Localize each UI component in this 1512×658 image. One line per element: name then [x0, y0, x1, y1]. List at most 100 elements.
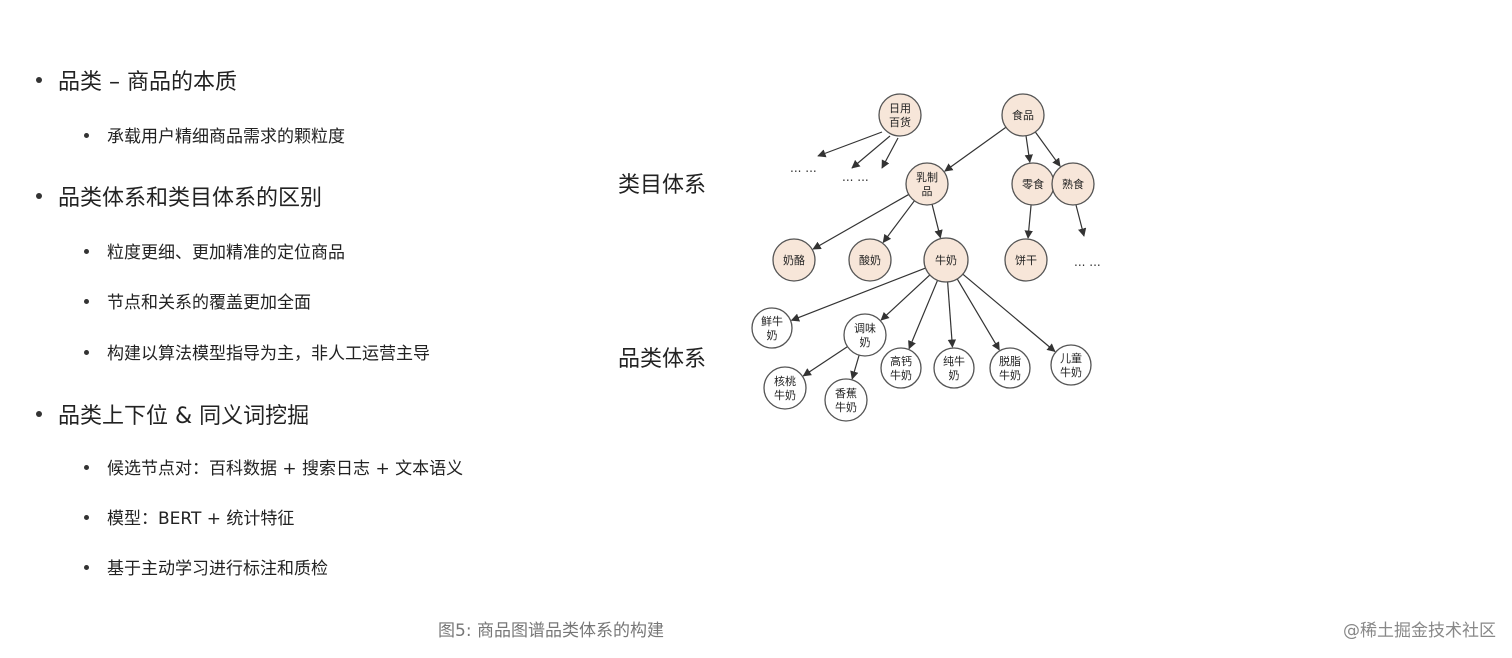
- node-label-shushi: 熟食: [1062, 177, 1084, 191]
- node-label-suannai: 酸奶: [859, 253, 881, 267]
- bullet-3-sub-2-text: 模型：BERT + 统计特征: [107, 509, 295, 529]
- node-label-riyong: 百货: [889, 115, 911, 129]
- node-label-hetaoniunai: 核桃: [774, 374, 796, 388]
- bullet-2-text: 品类体系和类目体系的区别: [58, 186, 323, 211]
- node-label-tuozhiniunai: 脱脂: [999, 354, 1021, 368]
- bullet-1-text: 品类 – 商品的本质: [58, 70, 237, 95]
- bullet-dot: [84, 564, 89, 570]
- node-circle-xiangjiaoniunai: [824, 378, 868, 422]
- edges-layer: [790, 126, 1087, 380]
- ellipsis-2: ... ...: [842, 170, 869, 184]
- edge-niunai-tuozhiniunai: [956, 278, 1000, 351]
- watermark: @稀土掘金技术社区: [1343, 621, 1496, 641]
- edge-niunai-xianniunai: [790, 267, 926, 322]
- node-lingshi: 零食: [1011, 162, 1055, 206]
- node-label-chunniunai: 纯牛: [943, 354, 965, 368]
- node-circle-shipin: [1001, 93, 1045, 137]
- node-niunai: 牛奶: [923, 237, 969, 283]
- bullet-dot: [36, 77, 42, 83]
- edge-niunai-chunniunai: [947, 281, 957, 348]
- node-label-ertongniunai: 儿童: [1060, 351, 1082, 365]
- node-circle-xianniunai: [751, 307, 793, 349]
- node-xianniunai: 鲜牛奶: [751, 307, 793, 349]
- product-class-system-label: 品类体系: [618, 347, 707, 372]
- edge-shipin-lingshi: [1024, 135, 1033, 164]
- node-circle-ruzhipin: [905, 162, 949, 206]
- edge-riyong-ellipsis-3: [881, 137, 899, 169]
- node-tiaoweinai: 调味奶: [843, 313, 887, 357]
- ellipsis-3: ... ...: [1074, 255, 1101, 269]
- category-system-label: 类目体系: [618, 173, 707, 198]
- node-label-gaogainiunai: 牛奶: [890, 368, 912, 382]
- bullet-3-sub-3: 基于主动学习进行标注和质检: [84, 554, 328, 579]
- edge-tiaoweinai-hetaoniunai: [802, 346, 848, 377]
- node-nailao: 奶酪: [772, 238, 816, 282]
- bullet-dot: [84, 349, 89, 355]
- edge-niunai-gaogainiunai: [908, 280, 939, 350]
- node-label-niunai: 牛奶: [935, 253, 957, 267]
- node-label-xianniunai: 鲜牛: [761, 314, 783, 328]
- node-circle-ertongniunai: [1050, 344, 1092, 386]
- edge-ruzhipin-nailao: [812, 193, 910, 250]
- bullet-dot: [84, 248, 89, 254]
- bullet-3-sub-3-text: 基于主动学习进行标注和质检: [107, 559, 328, 579]
- node-label-shipin: 食品: [1012, 108, 1034, 122]
- bullet-2-sub-3: 构建以算法模型指导为主，非人工运营主导: [84, 339, 430, 364]
- node-label-ruzhipin: 乳制: [916, 171, 938, 184]
- figure-caption: 图5: 商品图谱品类体系的构建: [438, 621, 664, 641]
- node-label-tiaoweinai: 调味: [854, 322, 876, 335]
- node-circle-suannai: [848, 238, 892, 282]
- edge-shushi-ellipsis: [1075, 204, 1087, 237]
- node-circle-hetaoniunai: [763, 366, 807, 410]
- taxonomy-diagram: 日用百货食品乳制品零食熟食奶酪酸奶牛奶饼干鲜牛奶调味奶高钙牛奶纯牛奶脱脂牛奶儿童…: [751, 93, 1101, 422]
- ellipsis-1: ... ...: [790, 161, 817, 175]
- bullet-2-sub-2-text: 节点和关系的覆盖更加全面: [107, 293, 311, 313]
- node-label-ertongniunai: 牛奶: [1060, 365, 1082, 379]
- bullet-2-sub-3-text: 构建以算法模型指导为主，非人工运营主导: [107, 344, 430, 364]
- node-label-binggan: 饼干: [1015, 253, 1037, 267]
- node-binggan: 饼干: [1004, 238, 1048, 282]
- node-label-ruzhipin: 品: [922, 185, 933, 198]
- nodes-layer: 日用百货食品乳制品零食熟食奶酪酸奶牛奶饼干鲜牛奶调味奶高钙牛奶纯牛奶脱脂牛奶儿童…: [751, 93, 1095, 422]
- bullet-dot: [84, 298, 89, 304]
- node-shipin: 食品: [1001, 93, 1045, 137]
- edge-tiaoweinai-xiangjiaoniunai: [850, 354, 860, 380]
- node-label-chunniunai: 奶: [949, 368, 960, 382]
- node-label-tuozhiniunai: 牛奶: [999, 368, 1021, 382]
- node-circle-shushi: [1051, 162, 1095, 206]
- node-label-hetaoniunai: 牛奶: [774, 388, 796, 402]
- edge-ruzhipin-niunai: [931, 204, 943, 239]
- edge-shipin-ruzhipin: [944, 126, 1007, 172]
- bullet-2-sub-1-text: 粒度更细、更加精准的定位商品: [107, 243, 345, 263]
- bullet-3-sub-1: 候选节点对：百科数据 + 搜索日志 + 文本语义: [84, 454, 463, 479]
- edge-riyong-ellipsis-1: [817, 131, 883, 158]
- node-chunniunai: 纯牛奶: [933, 347, 975, 389]
- edge-niunai-ertongniunai: [962, 273, 1056, 353]
- node-label-nailao: 奶酪: [783, 253, 805, 267]
- bullet-dot: [36, 411, 42, 417]
- node-circle-chunniunai: [933, 347, 975, 389]
- node-circle-riyong: [878, 93, 922, 137]
- edge-lingshi-binggan: [1024, 204, 1033, 239]
- node-circle-binggan: [1004, 238, 1048, 282]
- edge-ruzhipin-suannai: [882, 200, 915, 244]
- node-label-xianniunai: 奶: [767, 328, 778, 342]
- bullet-3-sub-2: 模型：BERT + 统计特征: [84, 504, 294, 529]
- bullet-dot: [84, 132, 89, 138]
- bullet-1-sub-1-text: 承载用户精细商品需求的颗粒度: [107, 127, 345, 147]
- node-circle-nailao: [772, 238, 816, 282]
- node-label-riyong: 日用: [889, 102, 911, 115]
- node-circle-gaogainiunai: [880, 347, 922, 389]
- node-label-gaogainiunai: 高钙: [890, 354, 912, 368]
- node-circle-niunai: [923, 237, 969, 283]
- node-label-lingshi: 零食: [1022, 177, 1044, 191]
- node-shushi: 熟食: [1051, 162, 1095, 206]
- edge-riyong-ellipsis-2: [851, 135, 891, 169]
- edge-shipin-shushi: [1034, 131, 1061, 167]
- node-circle-tiaoweinai: [843, 313, 887, 357]
